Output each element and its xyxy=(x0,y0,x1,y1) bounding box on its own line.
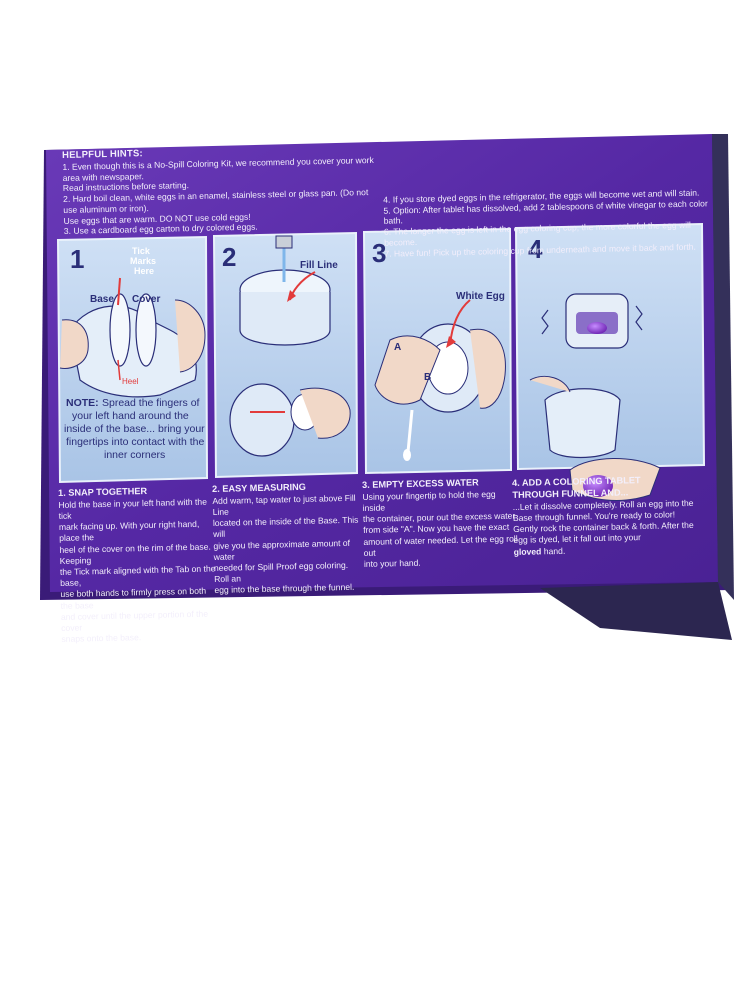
panel-2-illustration xyxy=(212,231,359,479)
panel-1-label-base: Base xyxy=(90,294,114,305)
panel-1-label-here: Here xyxy=(134,266,154,276)
step-1-text: 1. SNAP TOGETHER Hold the base in your l… xyxy=(58,484,222,645)
panel-1-illustration xyxy=(56,235,209,484)
panel-4-illustration xyxy=(514,222,706,501)
gloved-word: gloved xyxy=(513,545,542,557)
step-line-end: hand. xyxy=(541,545,566,556)
panel-3-label-b: B xyxy=(424,372,431,383)
step-4-text: 4. ADD A COLORING TABLET THROUGH FUNNEL … xyxy=(512,473,714,557)
panel-1-note-line-1: Spread the fingers of xyxy=(102,397,200,409)
panel-1-note-line-4: fingertips into contact with the xyxy=(66,436,204,448)
step-3-text: 3. EMPTY EXCESS WATER Using your fingert… xyxy=(362,476,519,570)
panel-1-label-heel: Heel xyxy=(122,377,139,386)
panel-1-note-line-5: inner corners xyxy=(104,449,165,461)
panel-1-label-tick: Tick xyxy=(132,246,151,256)
step-2-text: 2. EASY MEASURING Add warm, tap water to… xyxy=(212,481,365,597)
panel-1-note-lead: NOTE: xyxy=(66,397,99,409)
box-right-edge xyxy=(712,134,734,600)
panel-1-note-line-3: inside of the base... bring your xyxy=(64,423,205,435)
panel-4-number: 4 xyxy=(528,234,543,264)
panel-1-label-marks: Marks xyxy=(130,256,156,266)
panel-3-number: 3 xyxy=(372,238,386,268)
panel-3-label-a: A xyxy=(394,342,401,353)
panel-1-note-line-2: your left hand around the xyxy=(72,410,189,422)
panel-1-label-cover: Cover xyxy=(132,294,160,305)
panel-2-number: 2 xyxy=(222,242,236,272)
panel-2-label-fill-line: Fill Line xyxy=(300,260,338,271)
box-bottom-flap xyxy=(540,582,732,640)
panel-3-illustration xyxy=(362,227,513,475)
panel-1-number: 1 xyxy=(70,244,84,274)
panel-3-label-white-egg: White Egg xyxy=(456,291,505,302)
